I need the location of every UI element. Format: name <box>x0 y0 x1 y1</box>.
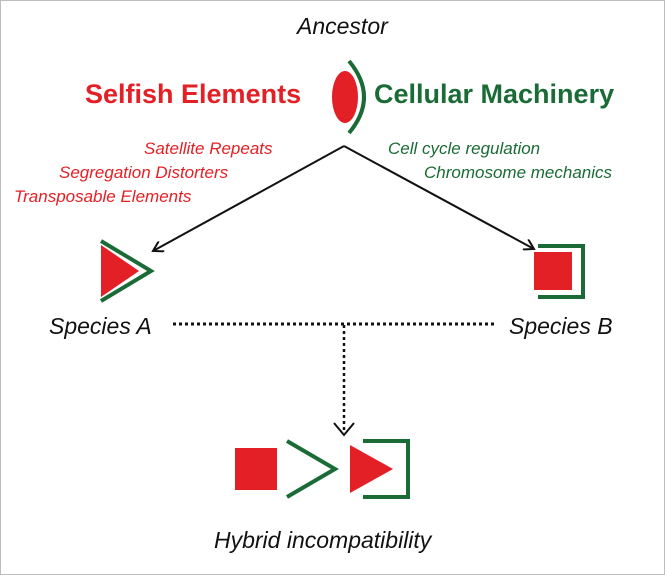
species-a-cellular-chevron <box>99 239 155 303</box>
cellular-item-chromosome-mechanics: Chromosome mechanics <box>424 163 613 182</box>
hybrid-incompatibility-label: Hybrid incompatibility <box>214 527 432 553</box>
cellular-item-cell-cycle: Cell cycle regulation <box>388 139 541 158</box>
species-b-selfish-square <box>534 252 572 290</box>
selfish-item-satellite-repeats: Satellite Repeats <box>144 139 273 158</box>
hybrid-selfish-square <box>235 448 277 490</box>
hybrid-selfish-triangle <box>350 445 393 493</box>
cellular-machinery-title: Cellular Machinery <box>374 79 615 109</box>
hybrid-cellular-bracket <box>363 439 410 499</box>
hybrid-arrow-head <box>333 422 355 437</box>
species-a-selfish-triangle <box>101 245 139 297</box>
selfish-elements-title: Selfish Elements <box>85 79 302 109</box>
species-a-label: Species A <box>49 313 152 339</box>
ancestor-selfish-oval <box>332 71 358 123</box>
arrow-to-species-b <box>343 145 534 249</box>
ancestor-label: Ancestor <box>297 13 388 39</box>
species-b-cellular-bracket <box>538 244 585 299</box>
ancestor-cellular-arc <box>347 59 366 135</box>
hybrid-cellular-chevron <box>285 439 339 499</box>
species-b-label: Species B <box>509 313 613 339</box>
selfish-item-transposable-elements: Transposable Elements <box>14 187 192 206</box>
arrow-to-species-a <box>153 145 345 251</box>
selfish-item-segregation-distorters: Segregation Distorters <box>59 163 229 182</box>
